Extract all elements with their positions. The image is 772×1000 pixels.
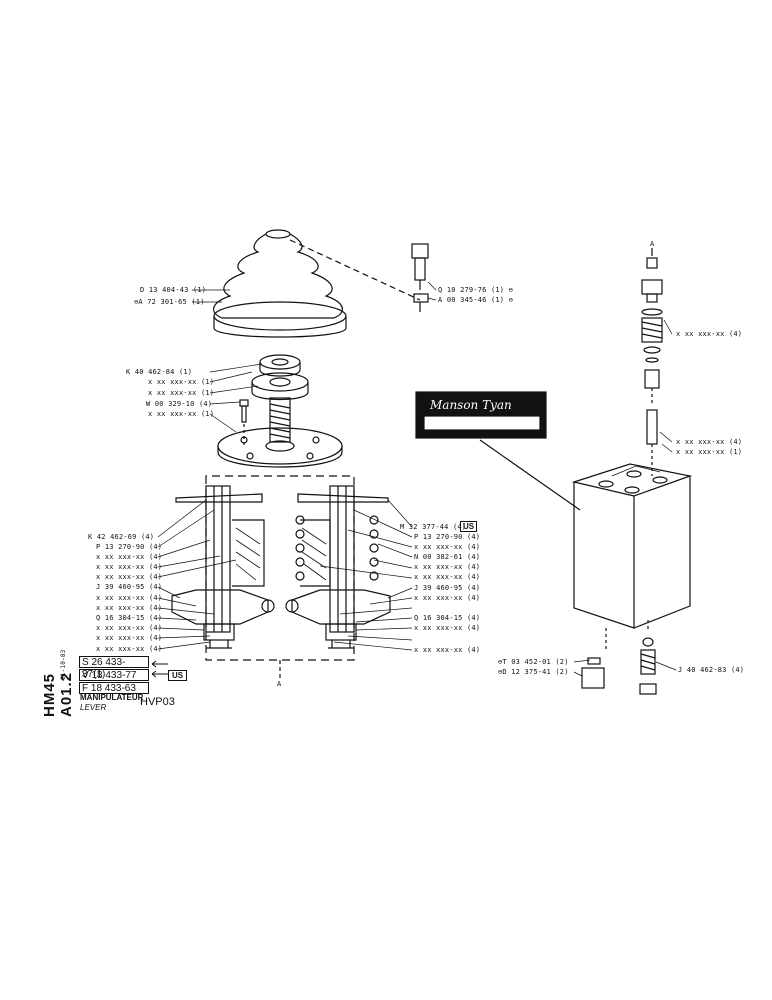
label-plug-t: ⊖T 03 452-01 (2)	[498, 658, 569, 666]
base-plate	[217, 427, 343, 468]
valve-stack	[641, 248, 663, 476]
label-nut: A 00 345-46 (1) ⊖	[438, 296, 514, 304]
center-spring	[269, 397, 291, 443]
leader-lines	[157, 281, 677, 677]
label-right-j: J 39 460-95 (4)	[414, 584, 481, 592]
code-box-s: S 26 433-37(1)	[79, 656, 149, 680]
bottom-springs	[581, 620, 657, 695]
collar	[251, 372, 309, 401]
label-left-x1: x xx xxx-xx (4)	[96, 553, 163, 561]
section-mark-bottom: A	[277, 680, 282, 688]
code-v: V 18 433-77	[82, 670, 137, 681]
label-right-x5: x xx xxx-xx (4)	[414, 624, 481, 632]
label-ring-b: x xx xxx-xx (1)	[148, 389, 215, 397]
sheet-date: 01-10-83	[60, 649, 67, 681]
label-right-m-us: US	[460, 521, 478, 532]
label-boot-kit: ⊖A 72 301-65 (1)	[134, 298, 205, 306]
label-left-x7: x xx xxx-xx (4)	[96, 634, 163, 642]
code-us-tag: US	[168, 670, 188, 681]
label-right-x6: x xx xxx-xx (4)	[414, 646, 481, 654]
label-right-q: Q 16 304-15 (4)	[414, 614, 481, 622]
boot-leader-line	[289, 239, 421, 301]
label-right-x4: x xx xxx-xx (4)	[414, 594, 481, 602]
label-left-x6: x xx xxx-xx (4)	[96, 624, 163, 632]
label-screw: Q 10 279-76 (1) ⊖	[438, 286, 514, 294]
label-right-x2: x xx xxx-xx (4)	[414, 563, 481, 571]
label-valve-x1: x xx xxx-xx (4)	[676, 330, 743, 338]
label-left-x3: x xx xxx-xx (4)	[96, 573, 163, 581]
subtitle: LEVER	[80, 703, 107, 712]
screw-part	[411, 243, 429, 312]
label-valve-x3: x xx xxx-xx (1)	[676, 448, 743, 456]
section-mark-top: A	[650, 240, 655, 248]
section-left	[171, 485, 275, 649]
sheet-section: HM45 A01.2	[41, 671, 75, 717]
title: MANIPULATEUR	[80, 693, 144, 702]
model-code: HVP03	[140, 696, 175, 708]
label-plug-d: ⊖D 12 375-41 (2)	[498, 668, 569, 676]
section-frame	[205, 475, 355, 661]
label-plate: x xx xxx-xx (1)	[148, 410, 215, 418]
label-left-x5: x xx xxx-xx (4)	[96, 604, 163, 612]
code-box-v: V 18 433-77	[79, 669, 149, 681]
label-left-x4: x xx xxx-xx (4)	[96, 594, 163, 602]
label-right-x3: x xx xxx-xx (4)	[414, 573, 481, 581]
valve-block	[571, 463, 693, 629]
rubber-boot	[213, 229, 347, 338]
label-left-q: Q 16 304-15 (4)	[96, 614, 163, 622]
nut-ring	[259, 354, 301, 377]
nameplate	[415, 391, 581, 511]
code-box-f: F 18 433-63	[79, 682, 149, 694]
code-s: S 26 433-37(1)	[82, 657, 126, 680]
label-boot-part: D 13 404-43 (1)	[140, 286, 207, 294]
label-left-x8: x xx xxx-xx (4)	[96, 645, 163, 653]
small-bolt	[239, 399, 249, 446]
nameplate-brand: Manson Tyan	[430, 398, 512, 412]
label-left-p: P 13 270-90 (4)	[96, 543, 163, 551]
label-ring-a: x xx xxx-xx (1)	[148, 378, 215, 386]
label-valve-x2: x xx xxx-xx (4)	[676, 438, 743, 446]
label-lever-k: K 42 462-69 (4)	[88, 533, 155, 541]
label-bolt: W 00 329-10 (4)	[146, 400, 213, 408]
label-right-n: N 00 382-61 (4)	[414, 553, 481, 561]
label-spring-j: J 40 462-83 (4)	[678, 666, 745, 674]
label-right-x1: x xx xxx-xx (4)	[414, 543, 481, 551]
section-right	[285, 485, 391, 649]
arrow-icon	[151, 660, 168, 678]
label-left-x2: x xx xxx-xx (4)	[96, 563, 163, 571]
label-right-p: P 13 270-90 (4)	[414, 533, 481, 541]
label-left-j: J 39 460-95 (4)	[96, 583, 163, 591]
code-f: F 18 433-63	[82, 683, 136, 694]
label-nut-ring: K 40 462-84 (1)	[126, 368, 193, 376]
label-right-m: M 32 377-44 (4)	[400, 523, 467, 531]
